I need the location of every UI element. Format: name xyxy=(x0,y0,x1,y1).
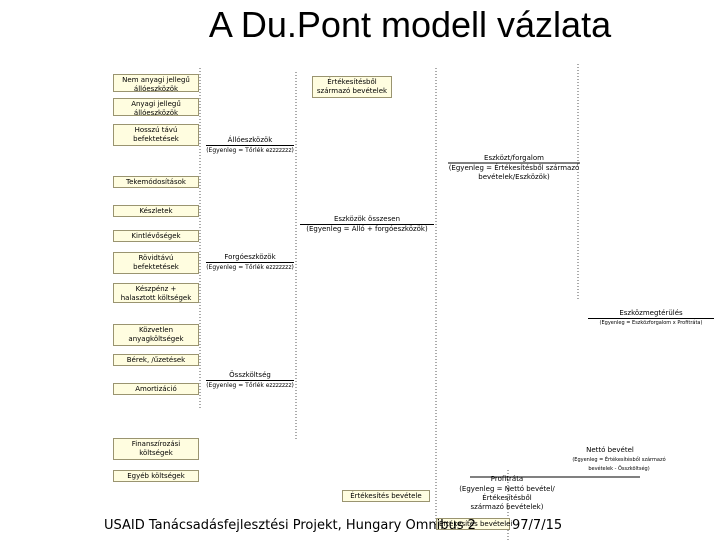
footer-text: USAID Tanácsadásfejlesztési Projekt, Hun… xyxy=(104,518,476,533)
eszkozt-formula: (Egyenleg = Értékesítésből származó bevé… xyxy=(448,164,580,181)
box-berek-label: Bérek, /űzetések xyxy=(126,356,186,364)
eszkozok-osszesen-title: Eszközök összesen xyxy=(300,215,434,225)
alloeszkozok-title: Állóeszközök xyxy=(206,136,294,146)
box-ertekesitesbol-label: Értékesítésből származó bevételek xyxy=(316,78,388,95)
box-tekemod-label: Tekemódosítások xyxy=(126,178,186,186)
box-hosszu-label: Hosszú távú befektetések xyxy=(133,126,179,143)
forgoeszkozok-formula: (Egyenleg = Tőrlék ezzzzzzz) xyxy=(206,264,294,271)
box-rovidtavu: Rövidtávú befektetések xyxy=(113,252,199,274)
box-egyeb: Egyéb költségek xyxy=(113,470,199,482)
box-berek: Bérek, /űzetések xyxy=(113,354,199,366)
page-title: A Du.Pont modell vázlata xyxy=(208,4,612,45)
box-kozvetlen-label: Közvetlen anyagköltségek xyxy=(128,326,184,343)
box-nemanyagi: Nem anyagi jellegű állóeszközök xyxy=(113,74,199,93)
alloeszkozok-formula: (Egyenleg = Tőrlék ezzzzzzz) xyxy=(206,147,294,154)
box-kintlevosegek-label: Kintlévőségek xyxy=(131,232,181,240)
box-keszpenz: Készpénz + halasztott költségek xyxy=(113,283,199,303)
box-ertekesites-bevetele-label: Értékesítés bevétele xyxy=(350,492,422,500)
osszkoltseg-title: Összköltség xyxy=(206,371,294,381)
box-egyeb-label: Egyéb költségek xyxy=(127,472,185,480)
box-nemanyagi-label: Nem anyagi jellegű állóeszközök xyxy=(122,76,190,93)
box-finanszirozasi: Finanszírozási költségek xyxy=(113,438,199,460)
eszkozt-title: Eszközt/forgalom xyxy=(484,154,544,162)
box-finanszirozasi-label: Finanszírozási költségek xyxy=(131,440,181,457)
osszkoltseg-formula: (Egyenleg = Tőrlék ezzzzzzz) xyxy=(206,382,294,389)
netto-title: Nettó bevétel xyxy=(586,446,634,454)
box-ertekesitesbol: Értékesítésből származó bevételek xyxy=(312,76,392,98)
box-kozvetlen: Közvetlen anyagköltségek xyxy=(113,324,199,346)
profitrata-formula: (Egyenleg = Nettó bevétel/Értékesítésből… xyxy=(459,485,555,511)
box-hosszu: Hosszú távú befektetések xyxy=(113,124,199,146)
box-keszletek-label: Készletek xyxy=(139,207,173,215)
profitrata-title: Profitráta xyxy=(490,475,524,483)
box-keszpenz-label: Készpénz + halasztott költségek xyxy=(120,285,192,302)
eszkozmegterules-formula: (Egyenleg = Eszközforgalom x Profitráta) xyxy=(599,320,703,326)
box-ertekesites-bevetelei-label: Értékesítés bevételei xyxy=(439,520,513,528)
box-anyagi: Anyagi jellegű állóeszközök xyxy=(113,98,199,117)
box-tekemod: Tekemódosítások xyxy=(113,176,199,188)
footer-date: 97/7/15 xyxy=(512,518,563,533)
box-rovidtavu-label: Rövidtávú befektetések xyxy=(133,254,179,271)
box-kintlevosegek: Kintlévőségek xyxy=(113,230,199,242)
box-anyagi-label: Anyagi jellegű állóeszközök xyxy=(131,100,181,117)
box-ertekesites-bevetele: Értékesítés bevétele xyxy=(342,490,430,502)
eszkozmegterules-title: Eszközmegtérülés xyxy=(588,309,714,319)
box-keszletek: Készletek xyxy=(113,205,199,217)
box-amortizacio-label: Amortizáció xyxy=(135,385,177,393)
box-ertekesites-bevetelei: Értékesítés bevételei xyxy=(436,518,513,530)
netto-formula: (Egyenleg = Értékesítésből származó bevé… xyxy=(572,457,666,472)
eszkozok-osszesen-formula: (Egyenleg = Álló + forgóeszközök) xyxy=(306,225,428,233)
box-amortizacio: Amortizáció xyxy=(113,383,199,395)
forgoeszkozok-title: Forgóeszközök xyxy=(206,253,294,263)
